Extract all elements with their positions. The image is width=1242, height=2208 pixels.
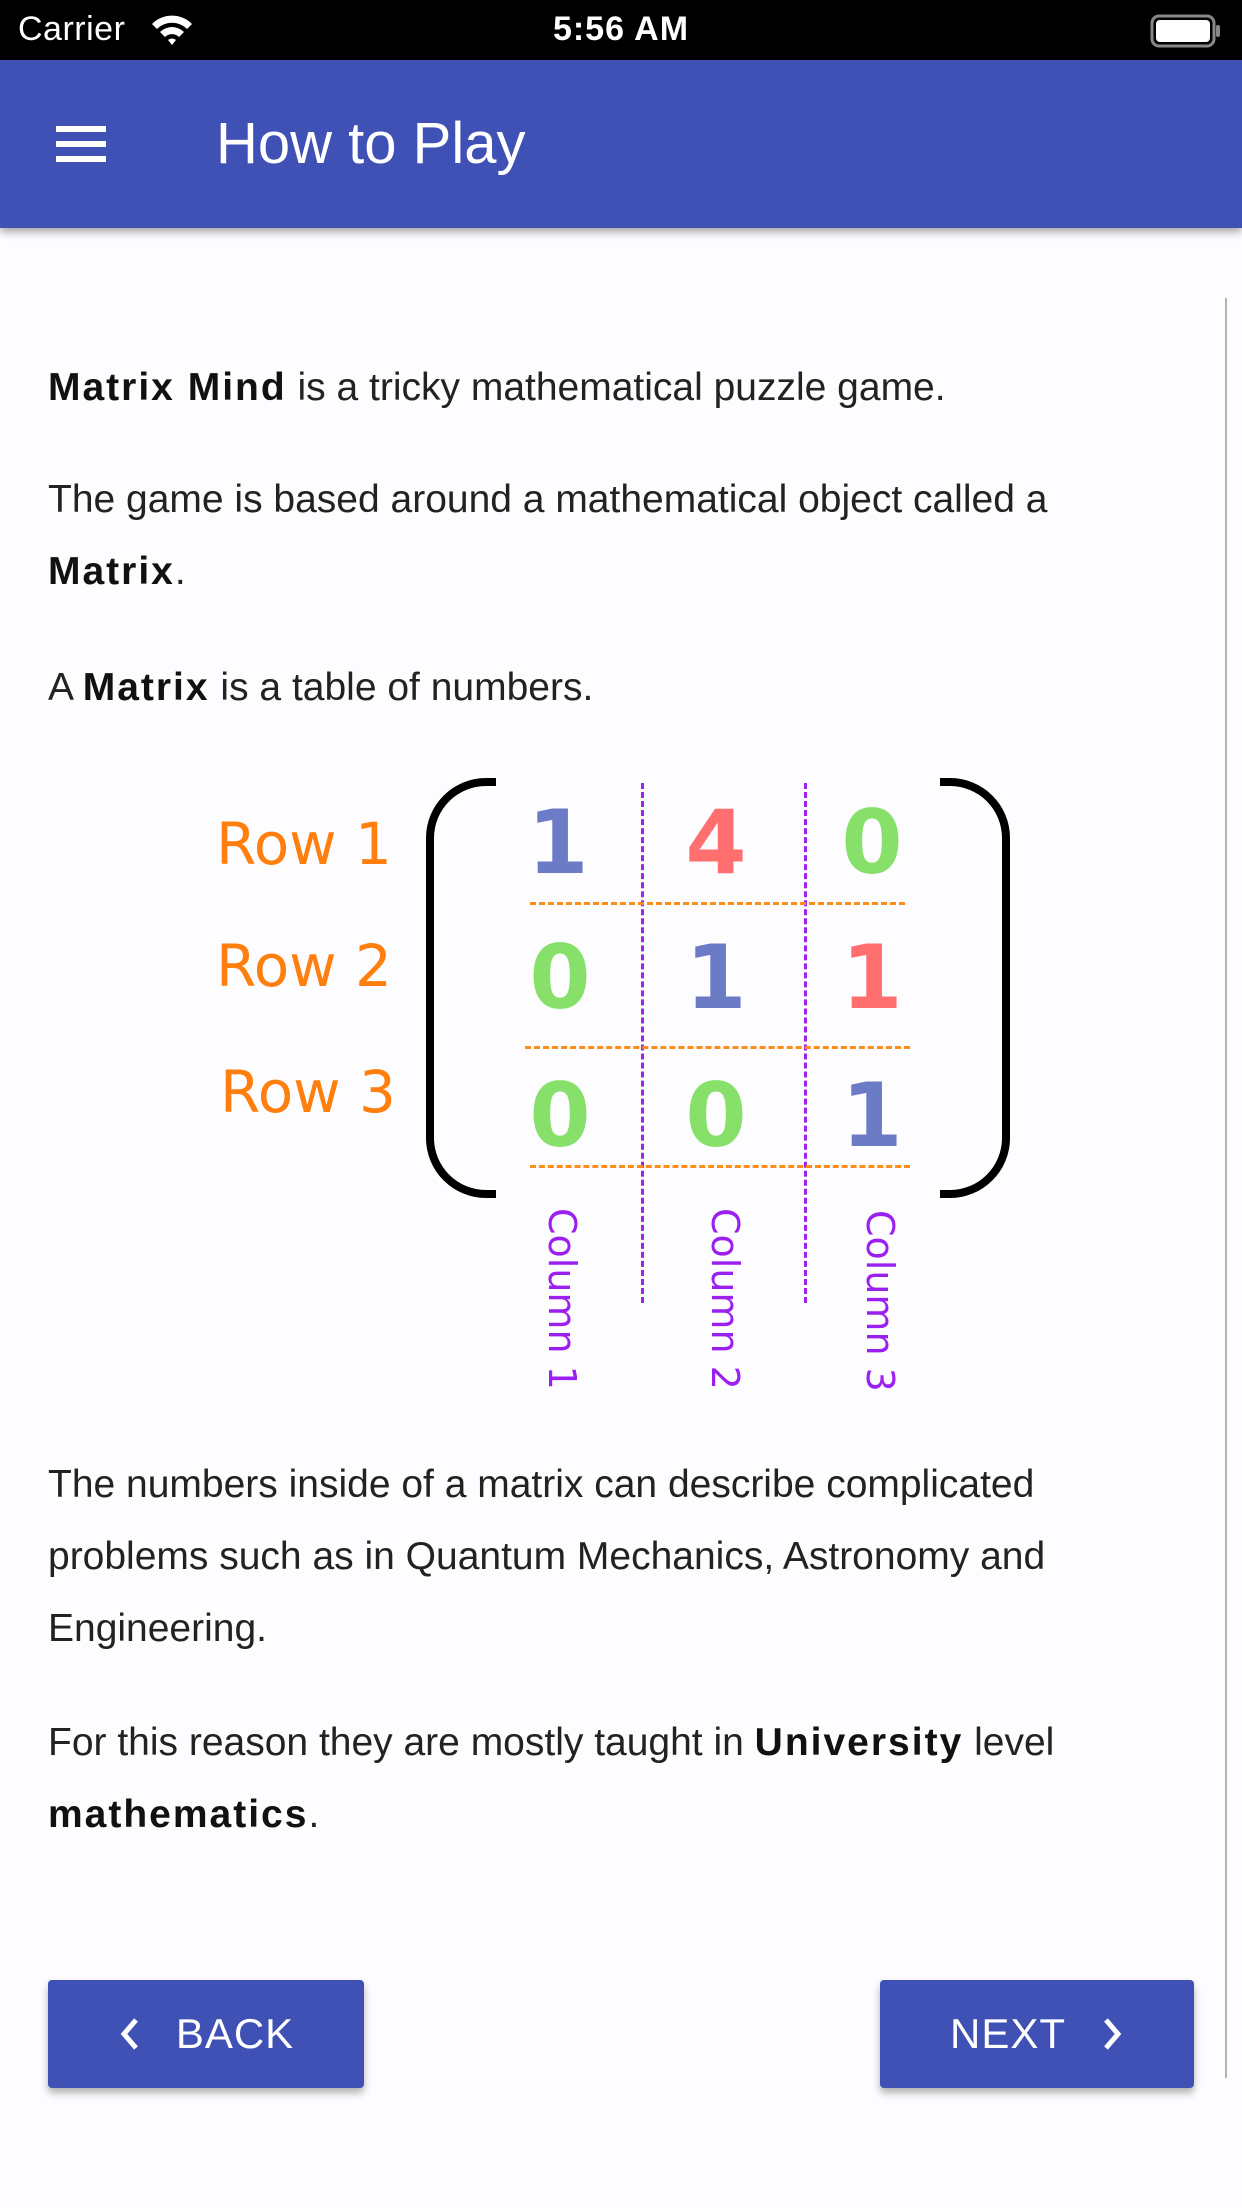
text: . bbox=[308, 1793, 320, 1836]
matrix-cell-r2c1: 0 bbox=[529, 926, 591, 1029]
text: The game is based around a mathematical … bbox=[48, 478, 1048, 521]
right-bracket bbox=[940, 778, 1010, 1198]
matrix-object-paragraph: The game is based around a mathematical … bbox=[48, 464, 1188, 608]
matrix-cell-r1c1: 1 bbox=[527, 791, 589, 894]
matrix-cell-r3c2: 0 bbox=[685, 1064, 747, 1167]
back-button[interactable]: BACK bbox=[48, 1980, 364, 2088]
chevron-right-icon bbox=[1104, 2018, 1122, 2050]
next-button[interactable]: NEXT bbox=[880, 1980, 1194, 2088]
text: . bbox=[174, 550, 186, 593]
column-label-1: Column 1 bbox=[540, 1208, 584, 1390]
row-divider bbox=[525, 1046, 910, 1049]
next-label: NEXT bbox=[949, 2010, 1066, 2057]
left-bracket bbox=[426, 778, 496, 1198]
scroll-content[interactable]: Matrix Mind is a tricky mathematical puz… bbox=[0, 228, 1242, 2208]
back-label: BACK bbox=[175, 2010, 295, 2057]
text: For this reason they are mostly taught i… bbox=[48, 1721, 755, 1764]
matrix-cell-r3c1: 0 bbox=[529, 1064, 591, 1167]
column-divider bbox=[641, 783, 644, 1303]
column-label-2: Column 2 bbox=[703, 1208, 747, 1390]
applications-paragraph: The numbers inside of a matrix can descr… bbox=[48, 1463, 1046, 1650]
matrix-cell-r2c2: 1 bbox=[685, 926, 747, 1029]
text: is a table of numbers. bbox=[209, 666, 594, 709]
text: is a tricky mathematical puzzle game. bbox=[286, 366, 946, 409]
university-paragraph: For this reason they are mostly taught i… bbox=[48, 1707, 1188, 1851]
wifi-icon bbox=[152, 15, 192, 45]
carrier-label: Carrier bbox=[18, 10, 126, 48]
bold-text: mathematics bbox=[48, 1793, 309, 1836]
text: level bbox=[963, 1721, 1055, 1764]
bold-text: University bbox=[754, 1721, 964, 1764]
intro-paragraph: Matrix Mind is a tricky mathematical puz… bbox=[48, 352, 1188, 424]
row-label-1: Row 1 bbox=[216, 810, 392, 878]
text: A bbox=[48, 666, 83, 709]
row-label-2: Row 2 bbox=[216, 932, 392, 1000]
row-divider bbox=[530, 902, 905, 905]
column-label-3: Column 3 bbox=[858, 1210, 902, 1392]
bold-text: Matrix Mind bbox=[48, 366, 287, 409]
row-label-3: Row 3 bbox=[220, 1058, 396, 1126]
chevron-left-icon bbox=[120, 2018, 138, 2050]
status-bar: Carrier 5:56 AM bbox=[0, 0, 1242, 60]
matrix-cell-r3c3: 1 bbox=[841, 1064, 903, 1167]
row-divider bbox=[530, 1165, 910, 1168]
matrix-cell-r1c3: 0 bbox=[841, 791, 903, 894]
bold-text: Matrix bbox=[48, 550, 175, 593]
matrix-cell-r2c3: 1 bbox=[841, 926, 903, 1029]
column-divider bbox=[804, 783, 807, 1303]
menu-button[interactable] bbox=[50, 118, 110, 170]
matrix-diagram: Row 1 Row 2 Row 3 1 4 0 0 1 1 0 0 1 Colu… bbox=[200, 768, 1020, 1408]
page-title: How to Play bbox=[216, 111, 526, 176]
bold-text: Matrix bbox=[82, 666, 210, 709]
matrix-cell-r1c2: 4 bbox=[685, 791, 747, 894]
app-bar: How to Play bbox=[0, 60, 1242, 228]
matrix-definition-paragraph: A Matrix is a table of numbers. bbox=[48, 652, 1188, 724]
scrollbar[interactable] bbox=[1225, 298, 1227, 2078]
status-time: 5:56 AM bbox=[552, 10, 690, 48]
battery-full-icon bbox=[1150, 14, 1220, 48]
